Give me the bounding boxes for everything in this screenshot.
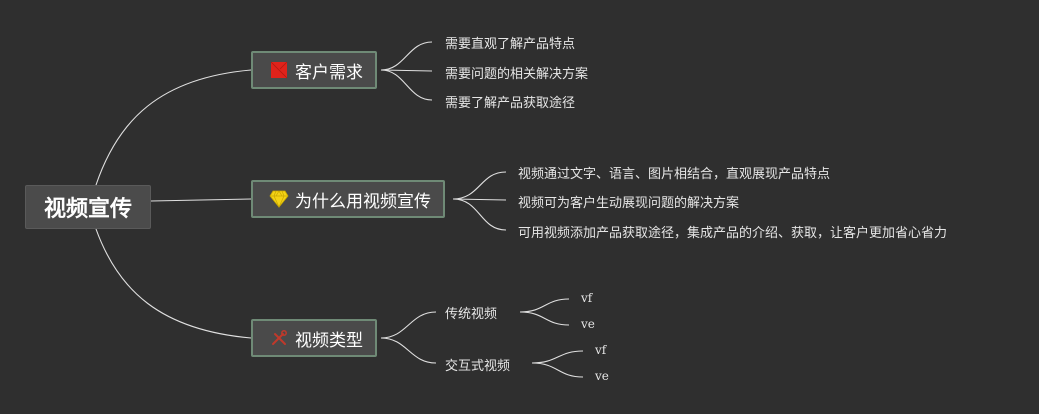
leaf-item[interactable]: 视频通过文字、语言、图片相结合，直观展现产品特点 xyxy=(518,167,831,182)
topic-label: 视频类型 xyxy=(295,330,363,351)
topic-label: 客户需求 xyxy=(295,62,363,83)
leaf-item[interactable]: vf xyxy=(595,343,607,357)
leaf-item[interactable]: ve xyxy=(581,317,595,331)
leaf-item[interactable]: ve xyxy=(595,369,609,383)
leaf-item[interactable]: 需要直观了解产品特点 xyxy=(445,37,576,52)
red-flag-icon xyxy=(269,60,289,80)
topic-video-types[interactable]: 视频类型 xyxy=(251,319,377,357)
diamond-icon xyxy=(269,189,289,209)
leaf-item[interactable]: 需要了解产品获取途径 xyxy=(445,96,576,111)
topic-customer-needs[interactable]: 客户需求 xyxy=(251,51,377,89)
leaf-item[interactable]: 视频可为客户生动展现问题的解决方案 xyxy=(518,196,740,211)
tools-icon xyxy=(269,328,289,348)
sub-topic[interactable]: 传统视频 xyxy=(445,307,498,322)
root-node[interactable]: 视频宣传 xyxy=(25,185,151,229)
topic-why-video[interactable]: 为什么用视频宣传 xyxy=(251,180,445,218)
leaf-item[interactable]: vf xyxy=(581,291,593,305)
leaf-item[interactable]: 可用视频添加产品获取途径，集成产品的介绍、获取，让客户更加省心省力 xyxy=(518,226,948,241)
root-label: 视频宣传 xyxy=(43,197,132,222)
sub-topic[interactable]: 交互式视频 xyxy=(445,359,511,374)
leaf-item[interactable]: 需要问题的相关解决方案 xyxy=(445,67,589,82)
topic-label: 为什么用视频宣传 xyxy=(295,191,431,212)
